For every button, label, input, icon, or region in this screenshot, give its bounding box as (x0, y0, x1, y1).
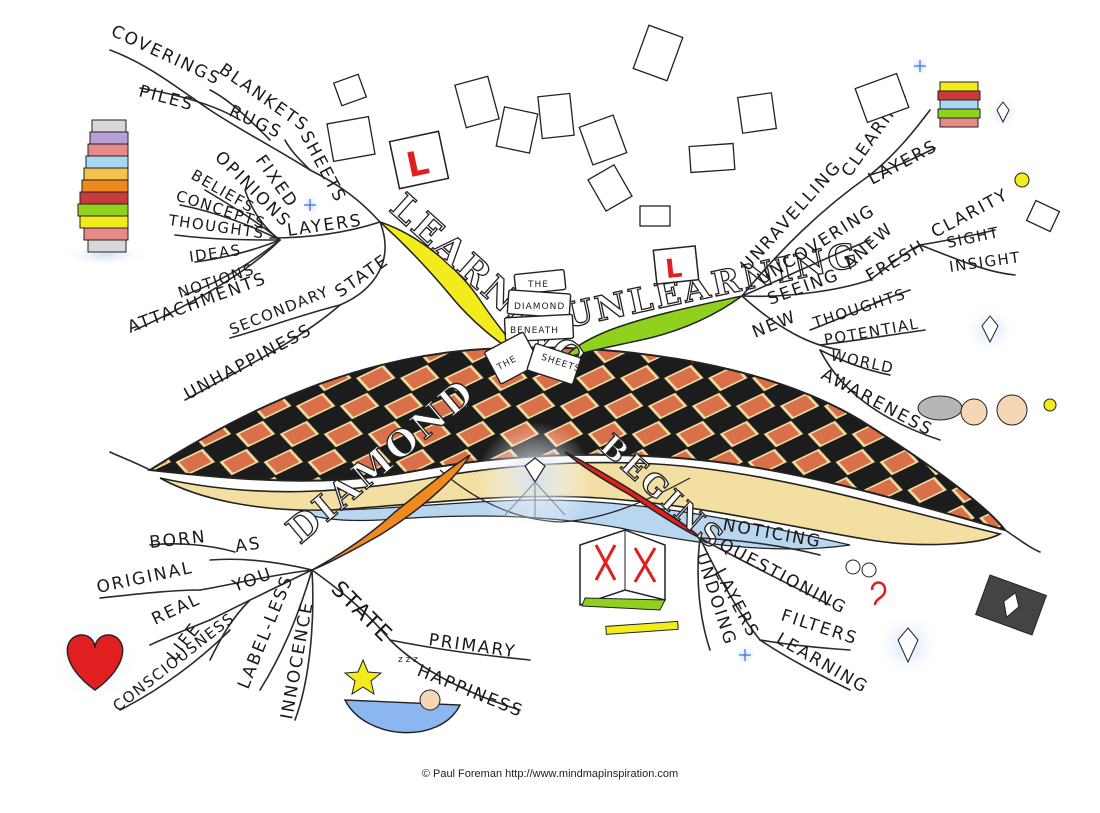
face-icon (917, 394, 1028, 426)
star-icon (343, 658, 383, 696)
center-word-2: DIAMOND (514, 302, 565, 312)
label-new: NEW (749, 307, 799, 343)
l-plate-icon: L L (332, 73, 700, 285)
label-you: YOU (229, 564, 276, 597)
label-insight: INSIGHT (948, 248, 1022, 276)
footer-credit: © Paul Foreman http://www.mindmapinspira… (421, 768, 679, 780)
snowflake-icon (298, 54, 932, 667)
central-book-stack: THE DIAMOND BENEATH THE SHEETS (484, 268, 582, 385)
book-stack-icon (60, 119, 150, 267)
diamond-subtree: BORN AS ORIGINAL YOU REAL LIFE CONSCIOUS… (95, 527, 531, 722)
label-ideas: IDEAS (188, 241, 243, 266)
label-born: BORN (148, 527, 207, 553)
label-as: AS (234, 533, 263, 556)
center-word-3: BENEATH (510, 326, 559, 336)
cradle-illustration: z z z (343, 655, 462, 734)
label-original: ORIGINAL (95, 558, 195, 598)
label-piles: PILES (137, 82, 197, 116)
book-stack-small-icon (937, 81, 981, 128)
label-layers-learning: LAYERS (286, 211, 364, 241)
l-plate-letter-small: L (664, 253, 684, 285)
sun-icon (1008, 166, 1057, 412)
question-mark-icon (845, 559, 887, 606)
label-state-diamond: STATE (326, 577, 398, 649)
label-primary: PRIMARY (427, 630, 517, 662)
baby-zzz: z z z (398, 655, 418, 665)
pencil-icon (605, 620, 679, 635)
label-innocence: INNOCENCE (277, 599, 317, 720)
diamond-icon (874, 94, 1021, 679)
book-icon (579, 529, 1048, 636)
heart-icon (51, 616, 139, 704)
center-word-1: THE (527, 280, 549, 290)
flying-papers (326, 24, 1061, 233)
label-state-learning: STATE (331, 251, 393, 303)
